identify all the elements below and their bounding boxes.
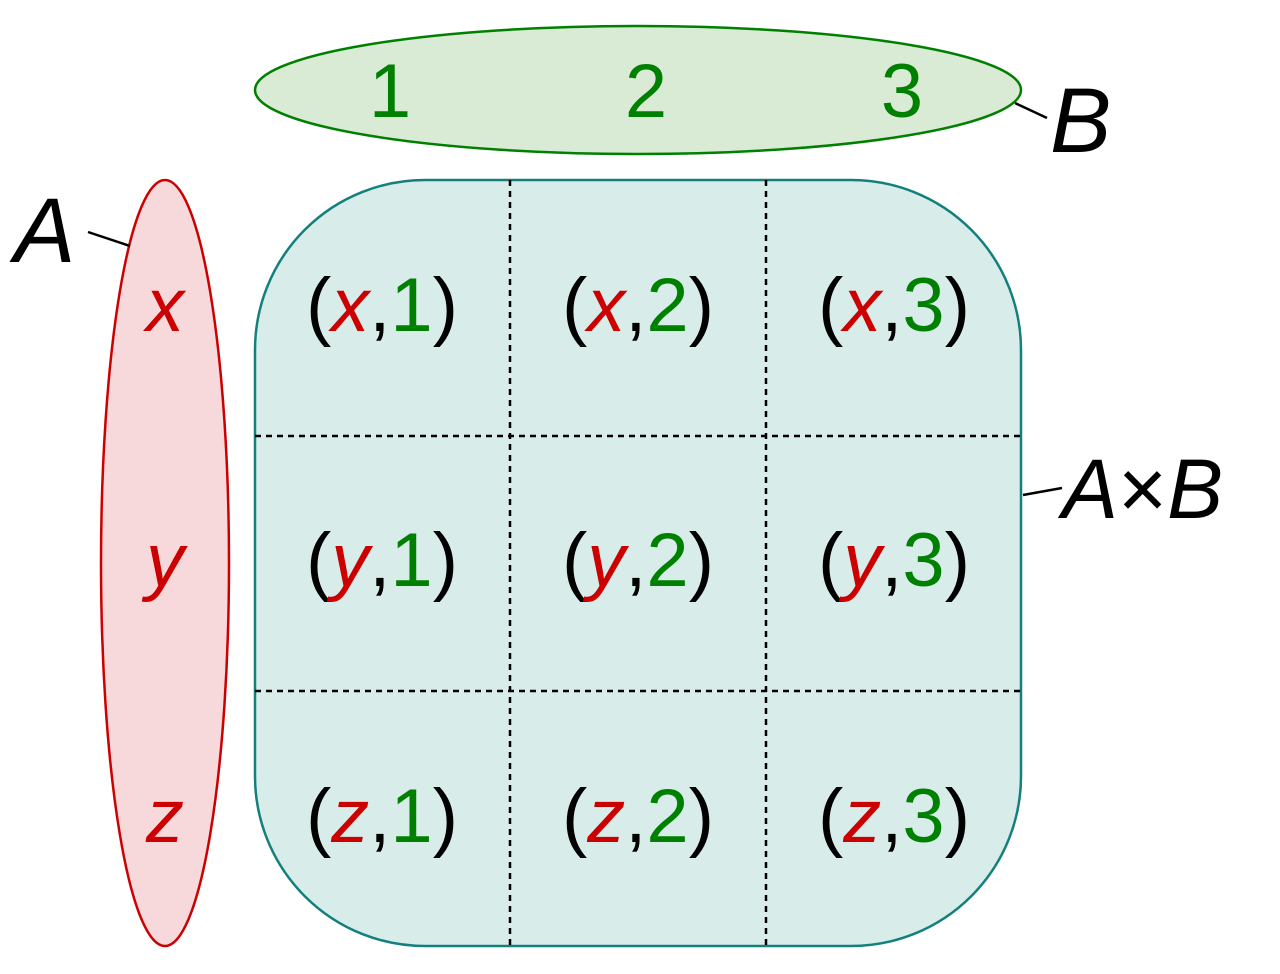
- pair-close-paren: ): [433, 263, 458, 348]
- product-grid-lines: [255, 180, 1021, 946]
- set-b-element: 3: [881, 49, 923, 134]
- pair-cell: (z,3): [818, 774, 970, 859]
- pair-close-paren: ): [945, 774, 970, 859]
- pair-separator: ,: [625, 518, 646, 603]
- pair-separator: ,: [369, 263, 390, 348]
- pair-first-element: x: [583, 263, 628, 348]
- product-label-left: A: [1057, 442, 1118, 536]
- pair-close-paren: ): [689, 263, 714, 348]
- pair-separator: ,: [369, 774, 390, 859]
- pair-second-element: 2: [646, 518, 688, 603]
- pair-cell: (y,2): [562, 518, 714, 603]
- set-b-elements: 1 2 3: [369, 49, 923, 134]
- pair-open-paren: (: [306, 774, 331, 859]
- pair-separator: ,: [881, 518, 902, 603]
- pair-cell: (x,1): [306, 263, 458, 348]
- pair-separator: ,: [625, 263, 646, 348]
- pair-first-element: y: [582, 518, 629, 603]
- set-a-elements: x y z: [141, 263, 188, 859]
- pair-cell: (y,1): [306, 518, 458, 603]
- pair-cell: (x,3): [818, 263, 970, 348]
- pair-close-paren: ): [689, 518, 714, 603]
- pair-first-element: y: [838, 518, 885, 603]
- pair-second-element: 2: [646, 263, 688, 348]
- pair-separator: ,: [881, 263, 902, 348]
- product-label-times: ×: [1118, 442, 1167, 536]
- leader-line-set-b: [1014, 101, 1048, 120]
- pair-open-paren: (: [306, 518, 331, 603]
- pair-separator: ,: [369, 518, 390, 603]
- pair-close-paren: ): [945, 518, 970, 603]
- set-b-element: 2: [625, 49, 667, 134]
- pair-open-paren: (: [306, 263, 331, 348]
- pair-first-element: z: [330, 774, 369, 859]
- pair-first-element: x: [839, 263, 884, 348]
- leader-line-set-a: [87, 230, 131, 248]
- product-pairs: (x,1)(x,2)(x,3)(y,1)(y,2)(y,3)(z,1)(z,2)…: [306, 263, 970, 859]
- pair-second-element: 3: [902, 774, 944, 859]
- pair-cell: (y,3): [818, 518, 970, 603]
- pair-second-element: 3: [902, 518, 944, 603]
- set-b-ellipse: [253, 24, 1023, 156]
- pair-second-element: 1: [390, 263, 432, 348]
- set-b-element: 1: [369, 49, 411, 134]
- set-a-element: y: [141, 518, 188, 603]
- pair-cell: (z,2): [562, 774, 714, 859]
- pair-close-paren: ): [689, 774, 714, 859]
- pair-close-paren: ): [433, 518, 458, 603]
- pair-close-paren: ): [945, 263, 970, 348]
- pair-first-element: z: [842, 774, 881, 859]
- pair-open-paren: (: [562, 263, 587, 348]
- pair-second-element: 1: [390, 518, 432, 603]
- set-a-label: A: [9, 180, 75, 282]
- product-label: A×B: [1057, 442, 1223, 536]
- pair-cell: (z,1): [306, 774, 458, 859]
- pair-open-paren: (: [562, 774, 587, 859]
- pair-second-element: 3: [902, 263, 944, 348]
- pair-cell: (x,2): [562, 263, 714, 348]
- pair-separator: ,: [625, 774, 646, 859]
- set-a-element: z: [145, 774, 184, 859]
- pair-separator: ,: [881, 774, 902, 859]
- set-a-element: x: [142, 263, 187, 348]
- leader-line-product: [1022, 486, 1063, 497]
- pair-open-paren: (: [818, 263, 843, 348]
- pair-open-paren: (: [562, 518, 587, 603]
- product-label-right: B: [1167, 442, 1223, 536]
- pair-first-element: x: [327, 263, 372, 348]
- pair-close-paren: ): [433, 774, 458, 859]
- pair-first-element: y: [326, 518, 373, 603]
- set-b-label: B: [1050, 70, 1111, 172]
- pair-second-element: 2: [646, 774, 688, 859]
- product-box: [253, 178, 1023, 948]
- pair-first-element: z: [586, 774, 625, 859]
- pair-open-paren: (: [818, 774, 843, 859]
- pair-open-paren: (: [818, 518, 843, 603]
- set-a-ellipse: [99, 178, 231, 948]
- pair-second-element: 1: [390, 774, 432, 859]
